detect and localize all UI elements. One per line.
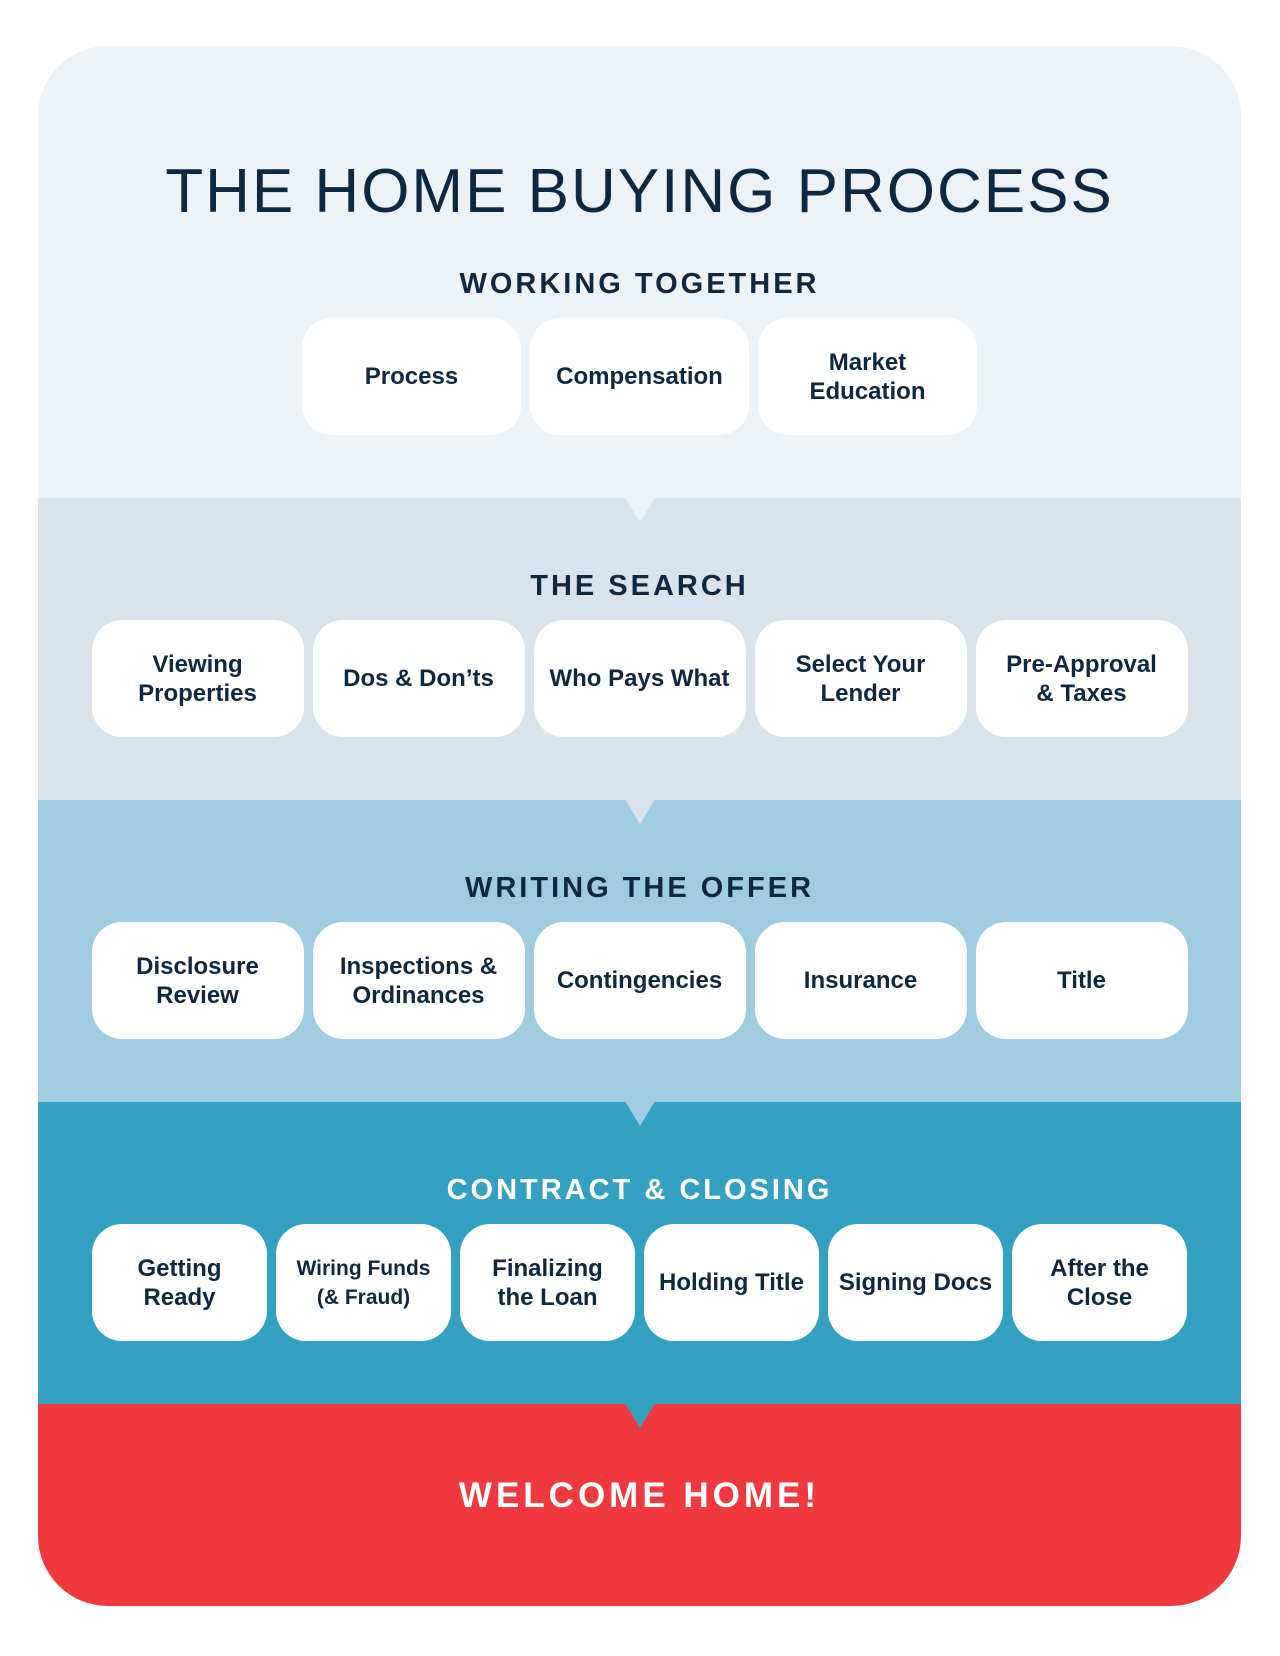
- step-select-your-lender[interactable]: Select Your Lender: [754, 620, 967, 737]
- step-inspections-ordinances[interactable]: Inspections & Ordinances: [312, 922, 525, 1039]
- page-title: THE HOME BUYING PROCESS: [165, 157, 1114, 226]
- section-writing-the-offer: WRITING THE OFFER Disclosure Review Insp…: [38, 799, 1241, 1102]
- arrow-down-icon: [624, 799, 655, 824]
- section-contract-closing: CONTRACT & CLOSING Getting Ready Wiring …: [38, 1101, 1241, 1404]
- step-dos-and-donts[interactable]: Dos & Don’ts: [312, 620, 525, 737]
- step-finalizing-the-loan[interactable]: Finalizing the Loan: [460, 1224, 635, 1341]
- writing-the-offer-steps: Disclosure Review Inspections & Ordinanc…: [38, 922, 1241, 1039]
- step-after-the-close[interactable]: After the Close: [1012, 1224, 1187, 1341]
- section-title-contract-closing: CONTRACT & CLOSING: [446, 1174, 833, 1206]
- step-signing-docs[interactable]: Signing Docs: [828, 1224, 1003, 1341]
- section-working-together: THE HOME BUYING PROCESS WORKING TOGETHER…: [38, 46, 1241, 498]
- arrow-down-icon: [624, 497, 655, 522]
- step-pre-approval-taxes[interactable]: Pre-Approval & Taxes: [975, 620, 1188, 737]
- process-card: THE HOME BUYING PROCESS WORKING TOGETHER…: [38, 46, 1241, 1606]
- arrow-down-icon: [624, 1101, 655, 1126]
- welcome-home-label: WELCOME HOME!: [458, 1476, 821, 1515]
- step-contingencies[interactable]: Contingencies: [533, 922, 746, 1039]
- section-the-search: THE SEARCH Viewing Properties Dos & Don’…: [38, 497, 1241, 800]
- arrow-down-icon: [624, 1403, 655, 1428]
- section-title-the-search: THE SEARCH: [530, 570, 749, 602]
- step-who-pays-what[interactable]: Who Pays What: [533, 620, 746, 737]
- step-title[interactable]: Title: [975, 922, 1188, 1039]
- contract-closing-steps: Getting Ready Wiring Funds (& Fraud) Fin…: [38, 1224, 1241, 1341]
- step-process[interactable]: Process: [302, 318, 521, 435]
- the-search-steps: Viewing Properties Dos & Don’ts Who Pays…: [38, 620, 1241, 737]
- step-holding-title[interactable]: Holding Title: [644, 1224, 819, 1341]
- section-title-working-together: WORKING TOGETHER: [459, 268, 820, 300]
- step-compensation[interactable]: Compensation: [530, 318, 749, 435]
- step-insurance[interactable]: Insurance: [754, 922, 967, 1039]
- section-title-writing-the-offer: WRITING THE OFFER: [464, 872, 815, 904]
- section-welcome-home: WELCOME HOME!: [38, 1403, 1241, 1606]
- step-market-education[interactable]: Market Education: [758, 318, 977, 435]
- working-together-steps: Process Compensation Market Education: [38, 318, 1241, 435]
- step-wiring-funds[interactable]: Wiring Funds (& Fraud): [276, 1224, 451, 1341]
- step-getting-ready[interactable]: Getting Ready: [92, 1224, 267, 1341]
- step-disclosure-review[interactable]: Disclosure Review: [91, 922, 304, 1039]
- step-viewing-properties[interactable]: Viewing Properties: [91, 620, 304, 737]
